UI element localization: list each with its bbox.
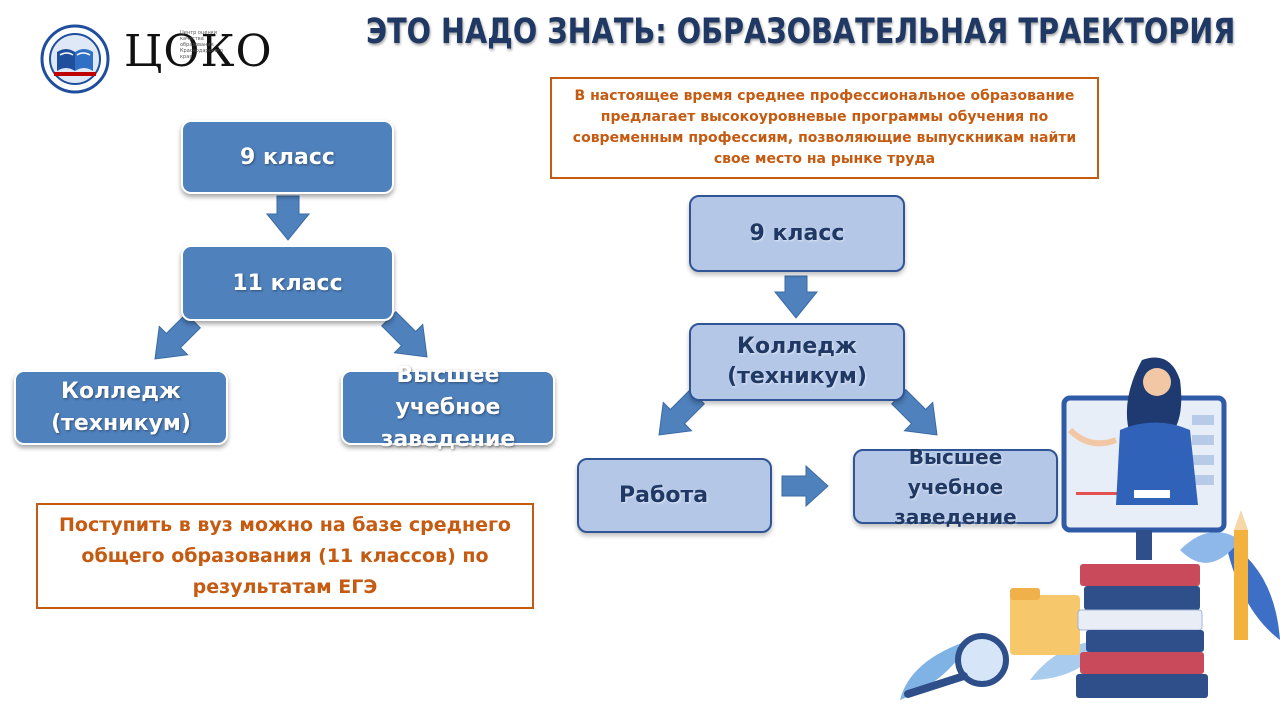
arrow-right-icon	[781, 464, 829, 508]
teacher-books-illustration	[900, 357, 1280, 700]
left-box-university: Высшее учебное заведение	[341, 363, 555, 452]
left-info-note: Поступить в вуз можно на базе среднего о…	[36, 503, 534, 609]
leaf-icon	[900, 640, 970, 700]
arrow-down-right-icon	[381, 311, 428, 358]
left-box-grade-9: 9 класс	[181, 120, 394, 194]
tsoko-logo-subtext: Центр оценки качества образования Красно…	[180, 30, 224, 60]
right-info-note: В настоящее время среднее профессиональн…	[550, 77, 1099, 179]
magnifier-icon	[955, 633, 1009, 687]
ministry-emblem-logo	[40, 24, 110, 94]
arrow-down-right-icon	[891, 389, 938, 436]
tsoko-logo: ЦОКО	[124, 26, 273, 77]
right-box-college: Колледж (техникум)	[689, 323, 905, 401]
left-box-college: Колледж (техникум)	[14, 370, 228, 445]
left-box-grade-11: 11 класс	[181, 245, 394, 321]
page-title: ЭТО НАДО ЗНАТЬ: ОБРАЗОВАТЕЛЬНАЯ ТРАЕКТОР…	[366, 12, 1236, 52]
arrow-down-icon	[773, 275, 819, 319]
right-box-work: Работа	[577, 458, 772, 533]
arrow-down-left-icon	[154, 313, 201, 360]
right-box-grade-9: 9 класс	[689, 195, 905, 272]
arrow-down-icon	[265, 195, 311, 241]
right-box-university: Высшее учебное заведение	[853, 445, 1058, 529]
arrow-down-left-icon	[658, 389, 705, 436]
